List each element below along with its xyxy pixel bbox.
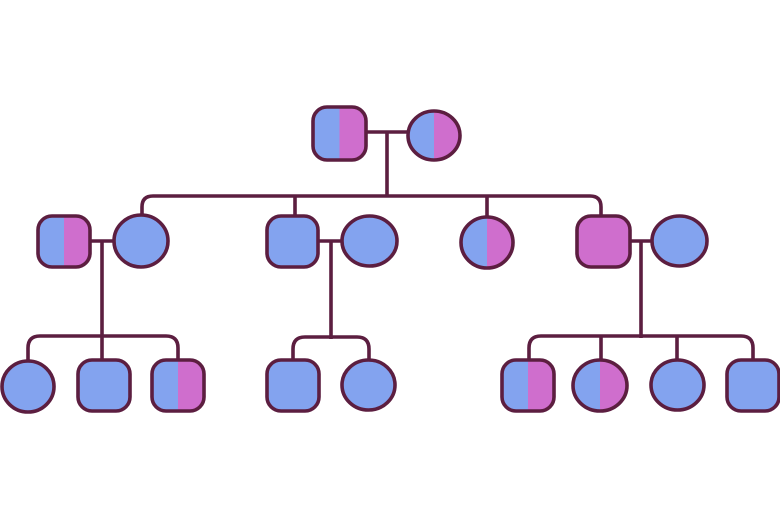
- gen3-family2-child2-female: [340, 358, 397, 412]
- gen2-couple2-female: [340, 214, 399, 268]
- gen2-couple4-female: [650, 214, 709, 268]
- gen2-couple4-children-rail: [527, 334, 755, 362]
- gen3-family4-child4-male: [725, 358, 780, 413]
- gen1-male: [311, 105, 368, 162]
- gen1-children-rail: [140, 194, 603, 218]
- gen3-family4-child3-female: [649, 358, 706, 412]
- gen1-female: [406, 109, 462, 162]
- gen2-couple4-male: [575, 214, 632, 269]
- gen3-family1-child1-female: [0, 359, 56, 414]
- gen3-family1-child2-male: [76, 358, 132, 413]
- gen2-couple1-children-rail: [26, 334, 180, 362]
- gen2-couple1-female: [112, 213, 170, 269]
- family-members: [0, 105, 780, 414]
- gen3-family1-child3-male: [150, 358, 206, 413]
- gen2-couple1-male: [36, 214, 92, 269]
- gen3-family4-child2-female: [571, 358, 629, 413]
- gen2-couple2-children-rail: [291, 335, 371, 362]
- gen3-family2-child1-male: [265, 358, 321, 413]
- gen3-family4-child1-male: [500, 358, 556, 413]
- gen2-couple2-male: [265, 214, 320, 269]
- relationship-lines: [26, 130, 755, 362]
- gen2-child3-female: [459, 215, 515, 270]
